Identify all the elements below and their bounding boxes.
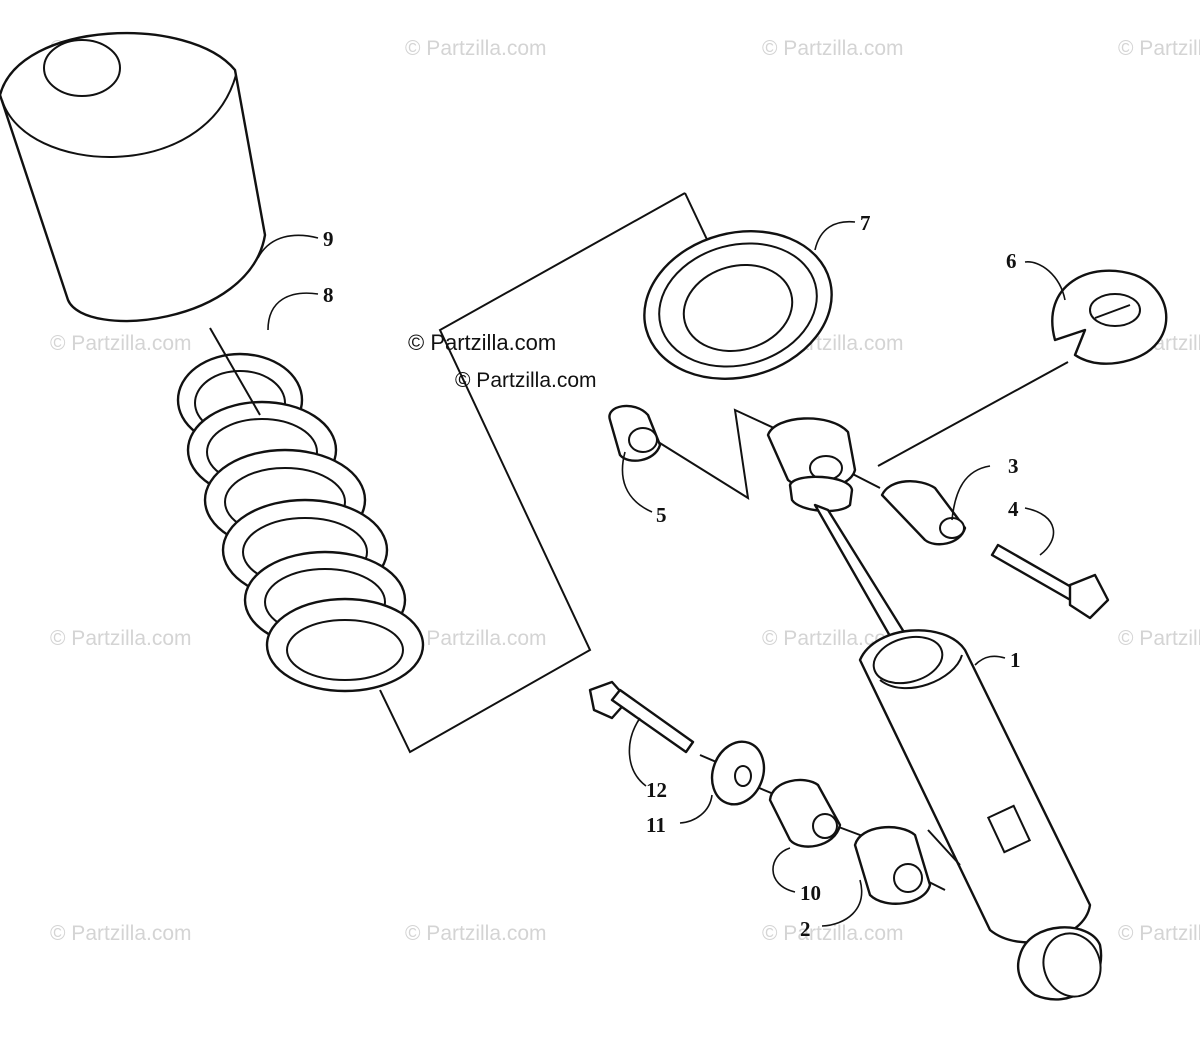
flange-nut-part <box>608 404 662 462</box>
washer-part <box>710 740 766 806</box>
watermark: © Partzilla.com <box>455 369 597 392</box>
callout-9: 9 <box>323 227 334 251</box>
boot-cover-part <box>0 31 267 323</box>
lower-sleeve-part <box>768 778 842 848</box>
callout-6: 6 <box>1006 249 1017 273</box>
lower-bushing-part <box>853 826 932 905</box>
lower-bolt-part <box>588 680 695 754</box>
spring-seat-part <box>643 230 833 380</box>
watermark: © Partzilla.com <box>762 627 904 650</box>
watermark: © Partzilla.com <box>405 922 547 945</box>
guide-line <box>877 361 1069 467</box>
callout-10: 10 <box>800 881 821 905</box>
callout-12: 12 <box>646 778 667 802</box>
callout-7: 7 <box>860 211 871 235</box>
shock-absorber-part <box>766 417 1103 1001</box>
callout-labels: 1 2 3 4 5 6 7 8 9 10 11 12 <box>323 211 1021 941</box>
watermark: © Partzilla.com <box>762 37 904 60</box>
callout-2: 2 <box>800 917 811 941</box>
guide-line <box>654 408 801 500</box>
callout-4: 4 <box>1008 497 1019 521</box>
callout-1: 1 <box>1010 648 1021 672</box>
callout-11: 11 <box>646 813 666 837</box>
watermark: © Partzilla.com <box>1118 922 1200 945</box>
spring-retainer-part <box>1051 269 1168 365</box>
watermark: © Partzilla.com <box>1118 627 1200 650</box>
watermark: © Partzilla.com <box>50 922 192 945</box>
upper-sleeve-part <box>880 480 967 546</box>
watermark: © Partzilla.com <box>762 922 904 945</box>
watermark: © Partzilla.com <box>405 627 547 650</box>
watermark: © Partzilla.com <box>50 332 192 355</box>
callout-5: 5 <box>656 503 667 527</box>
watermark-main: © Partzilla.com <box>408 330 556 355</box>
watermark: © Partzilla.com <box>1118 37 1200 60</box>
coil-spring-part <box>176 327 425 693</box>
callout-leaders <box>257 220 1066 927</box>
assembly-bracket <box>379 192 686 754</box>
callout-8: 8 <box>323 283 334 307</box>
watermark: © Partzilla.com <box>405 37 547 60</box>
callout-3: 3 <box>1008 454 1019 478</box>
watermark: © Partzilla.com <box>50 627 192 650</box>
upper-bolt-part <box>990 543 1110 620</box>
